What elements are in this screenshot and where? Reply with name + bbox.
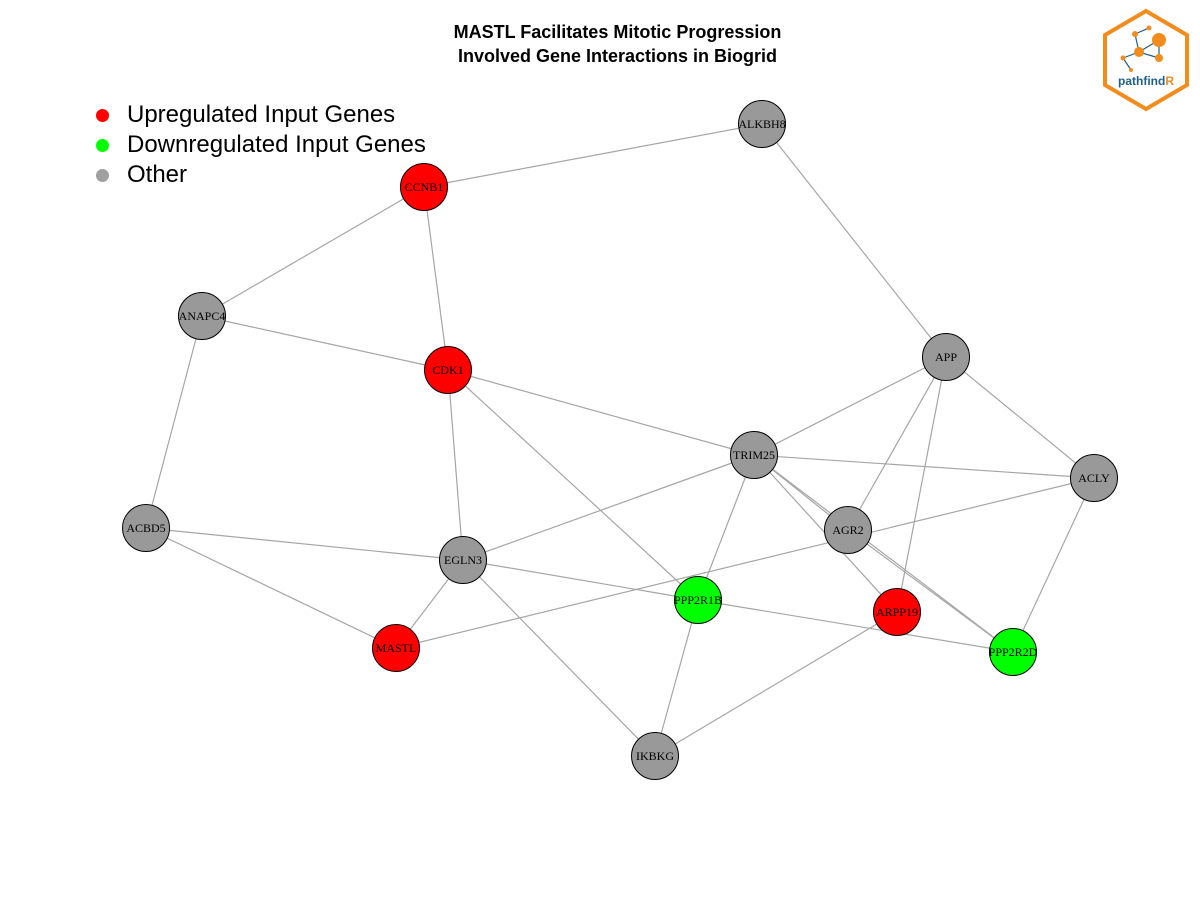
node-cdk1[interactable]: CDK1 [424,346,472,394]
node-circle-arpp19[interactable] [873,588,921,636]
edge-ccnb1-anapc4 [201,186,425,317]
legend-label-other: Other [127,161,188,188]
node-label-acbd5: ACBD5 [126,521,165,535]
legend-item-upregulated: Upregulated Input Genes [96,100,426,130]
legend-item-downregulated: Downregulated Input Genes [96,130,426,160]
node-label-alkbh8: ALKBH8 [738,117,785,131]
node-agr2[interactable]: AGR2 [824,506,872,554]
node-acbd5[interactable]: ACBD5 [122,504,170,552]
legend-label-upregulated: Upregulated Input Genes [127,101,396,128]
edge-egln3-ppp2r1b [462,559,699,601]
legend-item-other: Other [96,160,426,190]
legend: Upregulated Input Genes Downregulated In… [96,100,426,190]
node-circle-anapc4[interactable] [178,292,226,340]
node-mastl[interactable]: MASTL [372,624,420,672]
edge-egln3-ikbkg [462,559,656,757]
node-label-acly: ACLY [1078,471,1110,485]
legend-marker-downregulated [96,138,109,152]
edge-arpp19-ikbkg [654,611,898,757]
edge-alkbh8-app [761,123,947,358]
edge-cdk1-trim25 [447,369,755,456]
edge-ccnb1-cdk1 [423,186,449,371]
node-circle-agr2[interactable] [824,506,872,554]
chart-title: MASTL Facilitates Mitotic Progression In… [0,20,1200,68]
edge-trim25-acly [753,454,1095,479]
edge-acbd5-egln3 [145,527,464,561]
node-label-trim25: TRIM25 [733,448,775,462]
edge-cdk1-ppp2r1b [447,369,699,601]
legend-label-downregulated: Downregulated Input Genes [127,131,426,158]
node-arpp19[interactable]: ARPP19 [873,588,921,636]
node-ppp2r2d[interactable]: PPP2R2D [989,628,1038,676]
logo-hexagon [1103,8,1189,112]
edge-ppp2r1b-ppp2r2d [697,599,1014,653]
node-label-app: APP [935,350,957,364]
title-line-1: MASTL Facilitates Mitotic Progression [453,22,782,42]
node-trim25[interactable]: TRIM25 [730,431,778,479]
edge-acbd5-mastl [145,527,397,649]
logo-network-dots [1120,25,1166,72]
node-circle-alkbh8[interactable] [738,100,786,148]
node-label-ppp2r1b: PPP2R1B [674,593,722,607]
edge-app-acly [945,356,1095,479]
legend-marker-other [96,168,109,182]
node-circle-ccnb1[interactable] [400,163,448,211]
node-alkbh8[interactable]: ALKBH8 [738,100,786,148]
legend-marker-upregulated [96,108,109,122]
edge-trim25-ppp2r2d [753,454,1014,653]
edge-trim25-ppp2r1b [697,454,755,601]
node-circle-app[interactable] [922,333,970,381]
node-ikbkg[interactable]: IKBKG [631,732,679,780]
edge-ccnb1-alkbh8 [423,123,763,188]
node-label-ikbkg: IKBKG [636,749,674,763]
edge-acly-ppp2r2d [1012,477,1095,653]
node-label-anapc4: ANAPC4 [179,309,226,323]
node-egln3[interactable]: EGLN3 [439,536,487,584]
node-acly[interactable]: ACLY [1070,454,1118,502]
node-circle-trim25[interactable] [730,431,778,479]
edge-anapc4-cdk1 [201,315,449,371]
node-circle-acly[interactable] [1070,454,1118,502]
network-edges [145,123,1095,757]
edge-agr2-ppp2r2d [847,529,1014,653]
logo-text: pathfindR [1118,74,1174,88]
node-circle-ppp2r1b[interactable] [674,576,722,624]
edge-ppp2r1b-ikbkg [654,599,699,757]
node-label-ccnb1: CCNB1 [405,180,444,194]
node-label-agr2: AGR2 [832,523,863,537]
edge-app-trim25 [753,356,947,456]
node-anapc4[interactable]: ANAPC4 [178,292,226,340]
title-line-2: Involved Gene Interactions in Biogrid [457,46,778,66]
node-ppp2r1b[interactable]: PPP2R1B [674,576,722,624]
node-circle-egln3[interactable] [439,536,487,584]
node-circle-acbd5[interactable] [122,504,170,552]
node-label-cdk1: CDK1 [432,363,463,377]
edge-app-agr2 [847,356,947,531]
edge-acly-mastl [395,477,1095,649]
node-circle-ppp2r2d[interactable] [989,628,1037,676]
node-ccnb1[interactable]: CCNB1 [400,163,448,211]
edge-cdk1-egln3 [447,369,464,561]
node-label-egln3: EGLN3 [444,553,482,567]
pathfindr-logo: pathfindR [1103,8,1189,112]
node-circle-mastl[interactable] [372,624,420,672]
edge-anapc4-acbd5 [145,315,203,529]
edge-app-arpp19 [896,356,947,613]
node-app[interactable]: APP [922,333,970,381]
node-label-arpp19: ARPP19 [876,605,918,619]
node-circle-ikbkg[interactable] [631,732,679,780]
edge-trim25-egln3 [462,454,755,561]
node-circle-cdk1[interactable] [424,346,472,394]
node-label-mastl: MASTL [376,641,417,655]
node-label-ppp2r2d: PPP2R2D [989,645,1038,659]
